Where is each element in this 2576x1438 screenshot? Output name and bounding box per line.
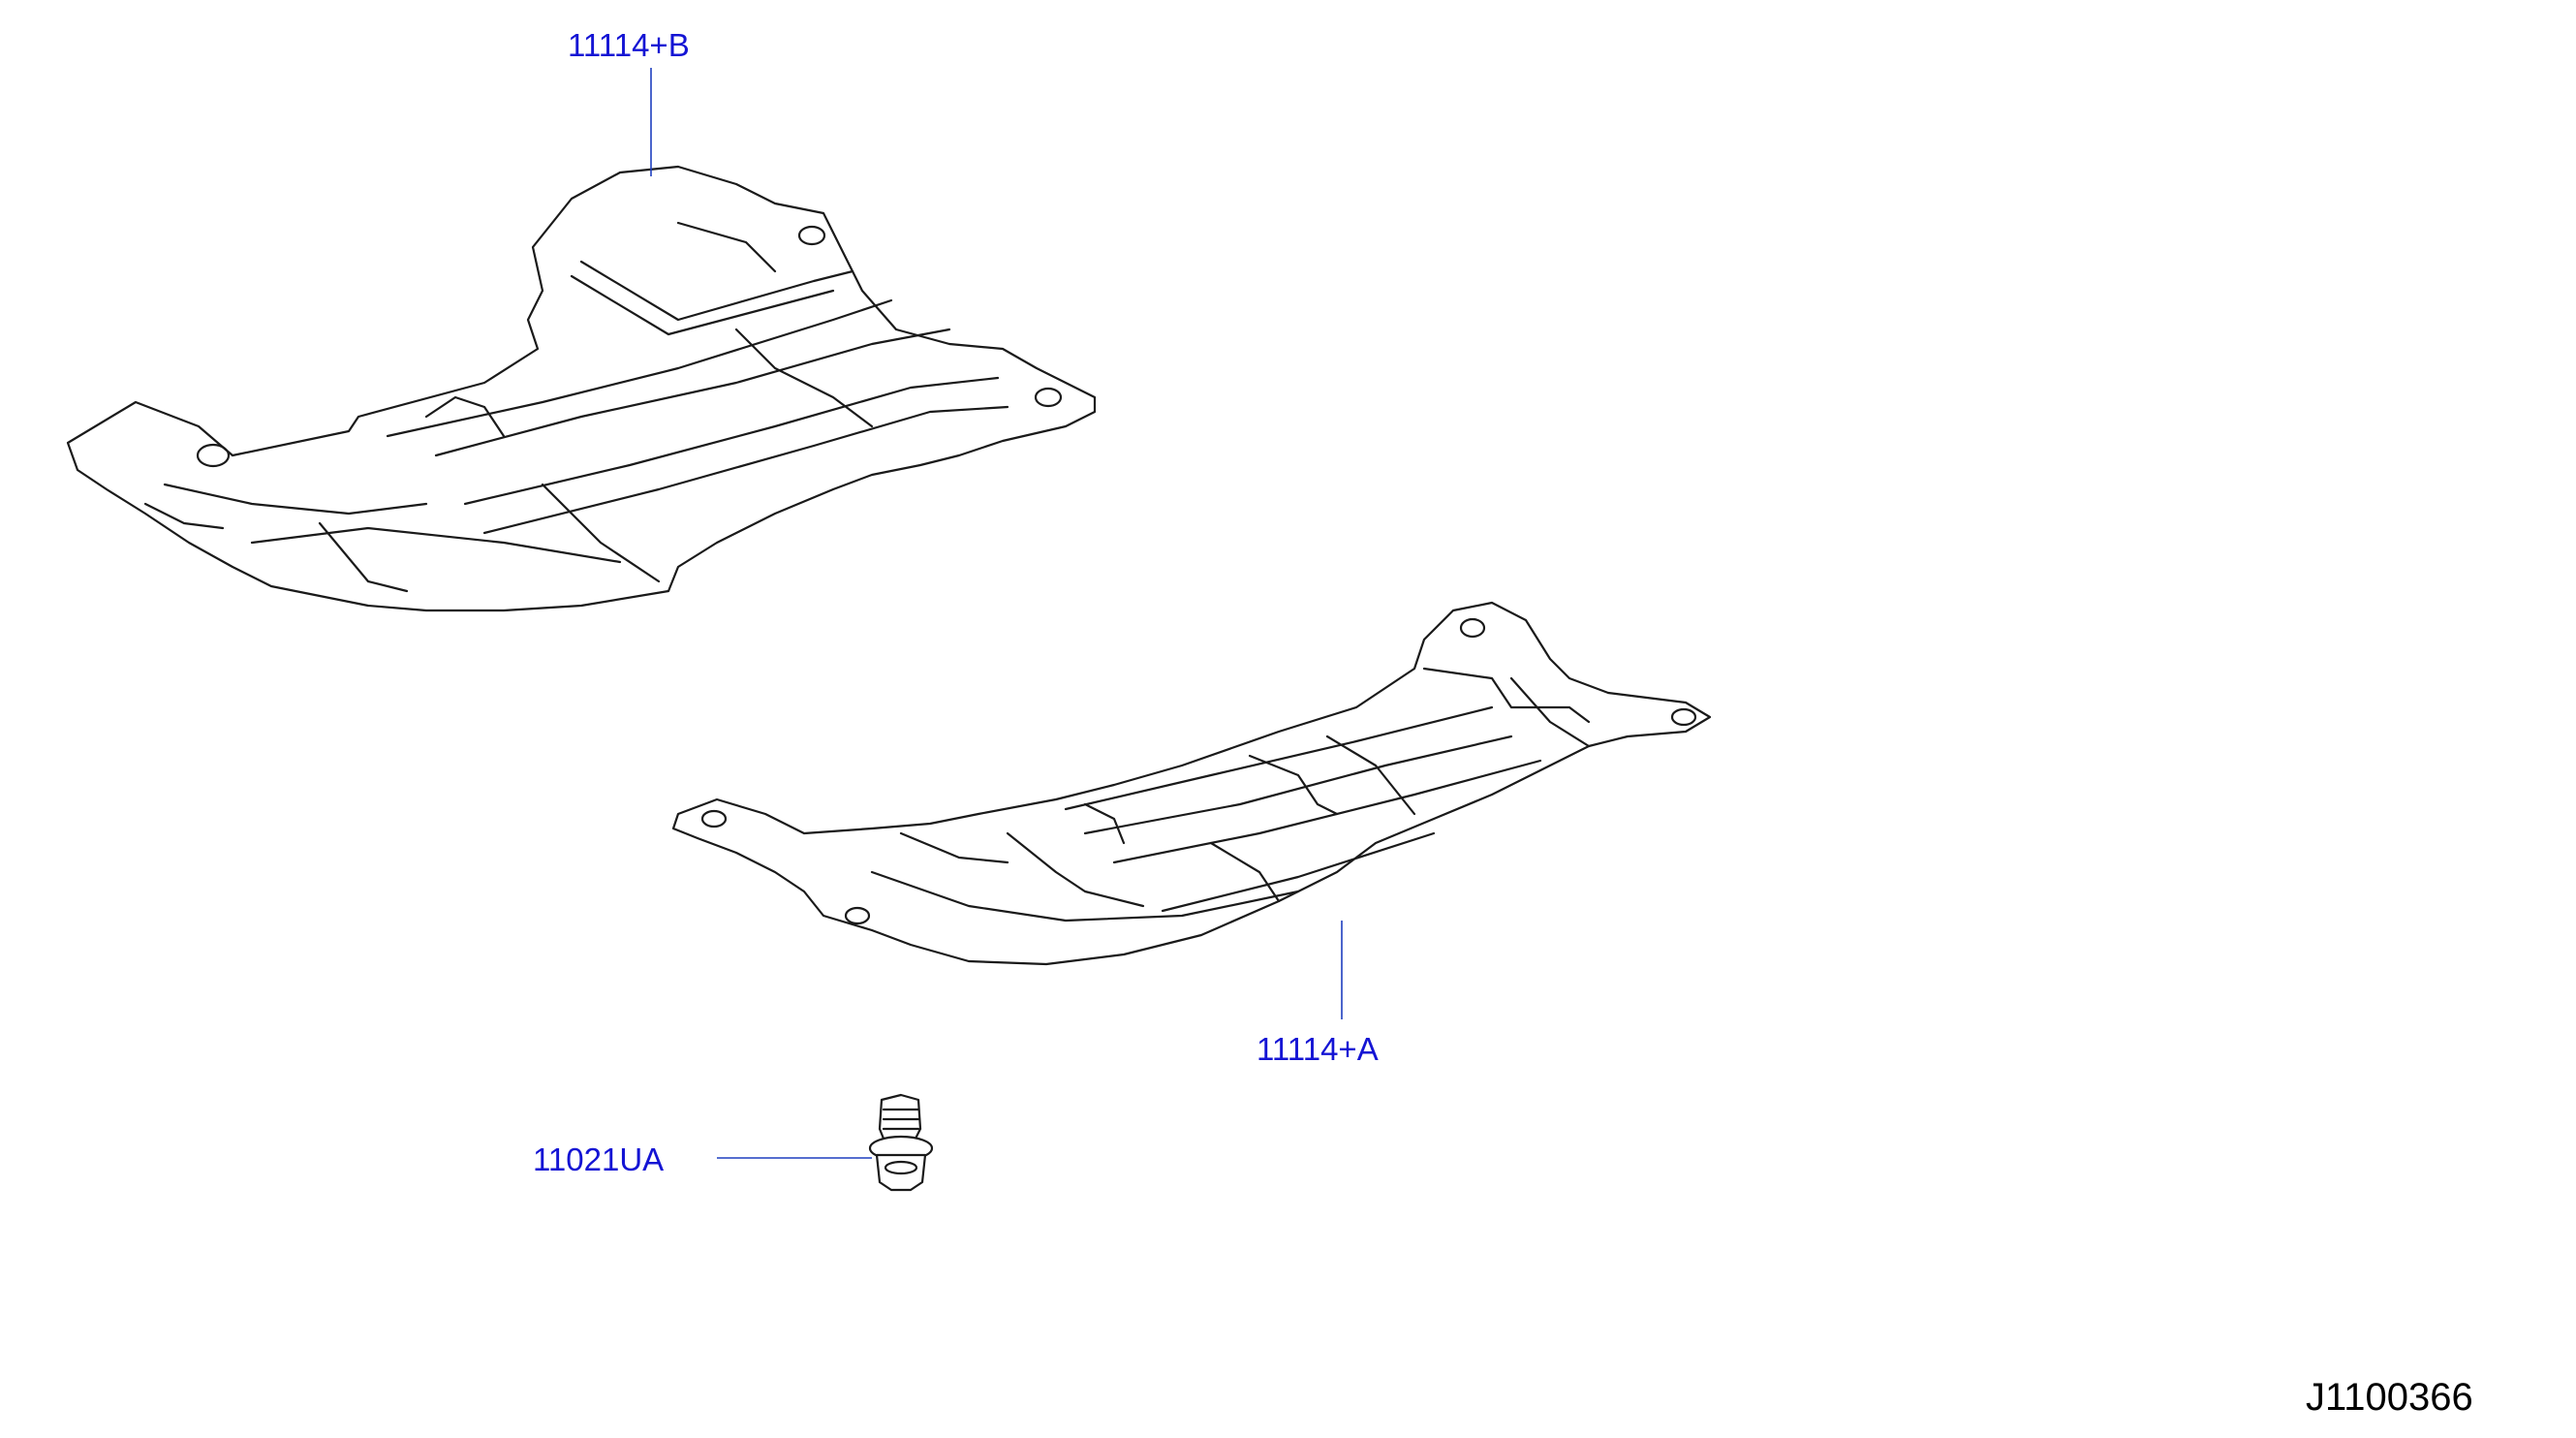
clip-bolt[interactable] bbox=[868, 1093, 934, 1192]
engine-under-cover-upper[interactable] bbox=[66, 165, 1097, 612]
callout-11114-a[interactable]: 11114+A bbox=[1257, 1031, 1379, 1067]
drawing-number: J1100366 bbox=[2306, 1376, 2473, 1419]
callout-11114-b[interactable]: 11114+B bbox=[568, 27, 690, 63]
engine-under-cover-lower[interactable] bbox=[671, 601, 1712, 966]
callout-11021ua[interactable]: 11021UA bbox=[533, 1141, 664, 1177]
